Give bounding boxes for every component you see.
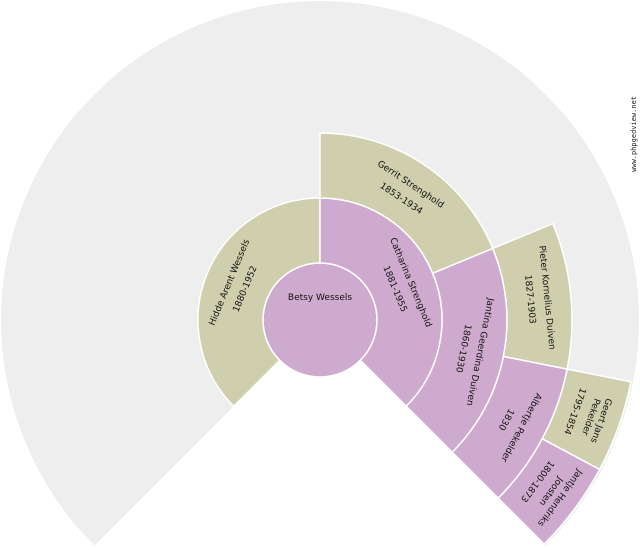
watermark: www.phpgedview.net xyxy=(630,96,638,172)
person-name: Betsy Wessels xyxy=(288,293,352,303)
person-segment[interactable] xyxy=(197,197,321,408)
person-segment[interactable] xyxy=(497,437,601,546)
person-dates: 1827-1903 xyxy=(522,274,537,324)
